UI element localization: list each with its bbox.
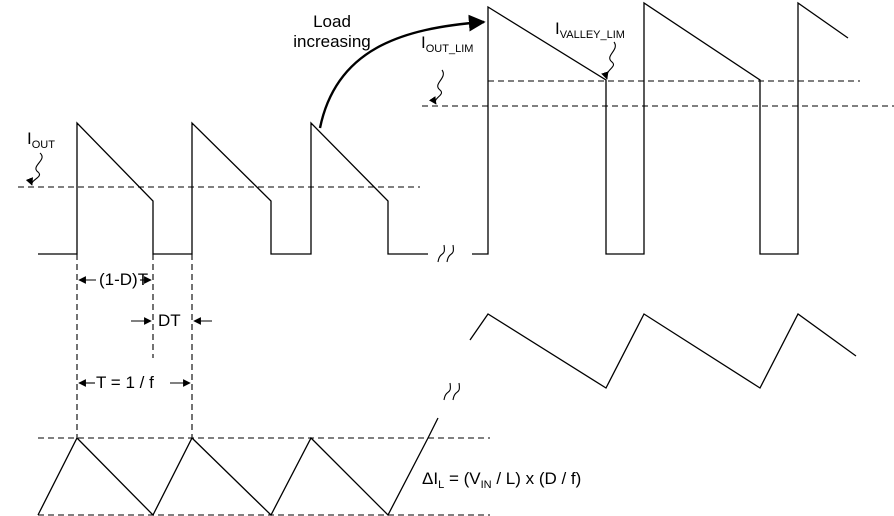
period-label: T = 1 / f bbox=[96, 373, 154, 392]
inductor-current-waveform-heavy bbox=[469, 313, 857, 389]
one-minus-d-t-label: (1-D)T bbox=[99, 270, 149, 289]
iout-lim-label-main: I bbox=[421, 33, 426, 52]
ripple-rest: / L) x (D / f) bbox=[491, 469, 582, 488]
iout-lim-label: IOUT_LIM bbox=[421, 33, 473, 55]
ripple-equation-label: ΔIL = (VIN / L) x (D / f) bbox=[422, 469, 582, 491]
switch-current-waveform-normal bbox=[38, 121, 428, 255]
iout-pointer bbox=[25, 152, 43, 186]
switch-current-waveform-heavy bbox=[472, 1, 849, 255]
dt-label: DT bbox=[158, 311, 181, 330]
load-increasing-label: Load increasing bbox=[282, 13, 382, 50]
ivalley-lim-label-sub: VALLEY_LIM bbox=[559, 29, 625, 41]
iout-label-sub: OUT bbox=[31, 139, 55, 151]
iout-lim-label-sub: OUT_LIM bbox=[425, 43, 474, 55]
load-label-line1: Load bbox=[313, 12, 351, 31]
break-symbol-top bbox=[437, 244, 454, 263]
ivalley-lim-label: IVALLEY_LIM bbox=[555, 19, 625, 41]
iout-label-main: I bbox=[27, 129, 32, 148]
break-symbol-bottom bbox=[443, 382, 460, 401]
inductor-current-waveform-normal bbox=[37, 417, 439, 516]
ripple-eq: = (V bbox=[444, 469, 481, 488]
load-increasing-arrow bbox=[318, 14, 486, 129]
ivalley-lim-label-main: I bbox=[555, 19, 560, 38]
ripple-prefix: ΔI bbox=[422, 469, 439, 488]
ripple-sub-l: L bbox=[438, 479, 445, 491]
load-label-line2: increasing bbox=[293, 32, 371, 51]
iout-label: IOUT bbox=[27, 129, 55, 151]
iout-lim-pointer bbox=[428, 69, 444, 105]
ivalley-lim-pointer bbox=[601, 41, 616, 80]
ripple-sub-in: IN bbox=[480, 479, 492, 491]
